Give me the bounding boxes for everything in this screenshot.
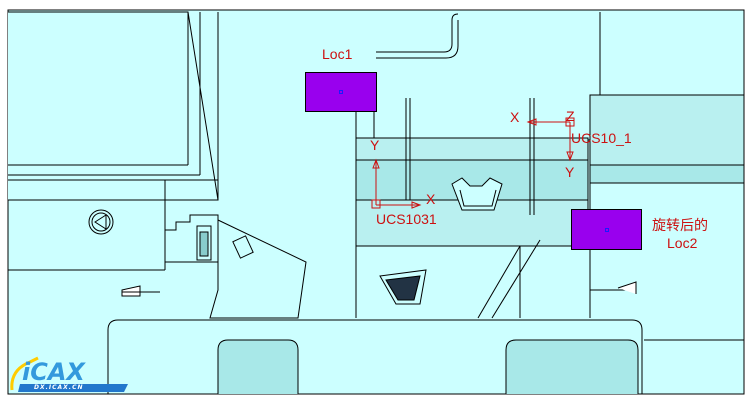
right-diagonal — [477, 239, 637, 319]
icax-logo: iCAX — [10, 356, 128, 392]
svg-text:iCAX: iCAX — [22, 358, 86, 386]
clip-feature — [121, 214, 307, 319]
pipe-channel — [376, 13, 459, 59]
loc1-marker[interactable] — [305, 72, 377, 112]
ucs10-z-axis-label: Z — [566, 108, 575, 124]
ucs1031-label: UCS1031 — [376, 211, 437, 227]
ucs10-x-axis-label: X — [510, 109, 520, 125]
icax-url: DX.ICAX.CN — [34, 384, 84, 391]
ucs1031-x-axis-label: X — [426, 191, 436, 207]
right-block — [589, 12, 745, 318]
loc2-marker[interactable] — [571, 209, 642, 250]
ucs1031-y-axis-label: Y — [370, 137, 380, 153]
ucs10-triad — [526, 117, 575, 162]
play-circle-feature — [88, 209, 114, 235]
left-block — [8, 11, 219, 271]
ucs10-y-axis-label: Y — [565, 164, 575, 180]
ucs10-label: UCS10_1 — [571, 130, 632, 146]
base-plate — [107, 319, 744, 395]
loc1-label: Loc1 — [322, 46, 353, 62]
vertical-slots — [405, 98, 535, 215]
loc2-label-line2: Loc2 — [667, 235, 698, 251]
loc2-origin-dot — [604, 227, 609, 232]
triangle-pocket — [379, 269, 427, 305]
loc2-label-line1: 旋转后的 — [652, 217, 708, 233]
notch-feature — [451, 177, 503, 211]
loc1-origin-dot — [339, 90, 343, 94]
ucs1031-triad — [371, 158, 422, 209]
